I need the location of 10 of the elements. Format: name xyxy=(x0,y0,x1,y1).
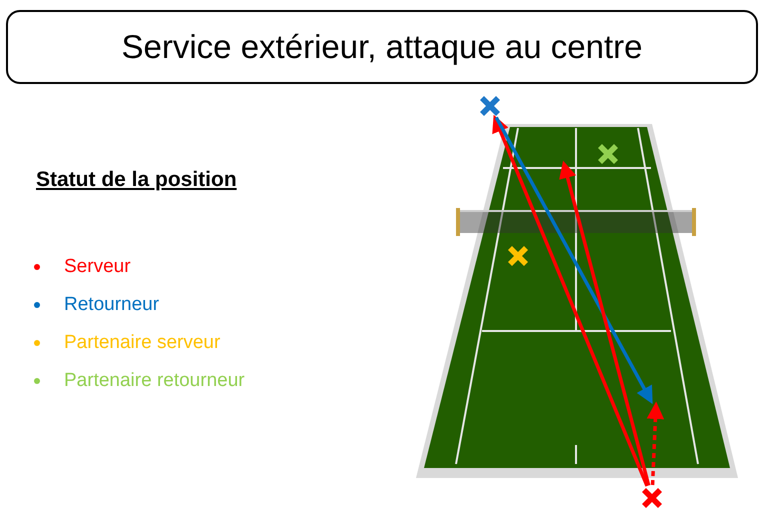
arrow xyxy=(494,116,653,404)
legend-text: Serveur xyxy=(64,256,131,278)
arrow xyxy=(492,114,649,487)
legend-text: Partenaire serveur xyxy=(64,332,220,354)
legend-heading: Statut de la position xyxy=(36,168,237,192)
legend-text: Retourneur xyxy=(64,294,160,316)
arrow xyxy=(559,160,650,486)
legend-text: Partenaire retourneur xyxy=(64,370,245,392)
arrow xyxy=(646,402,664,486)
title-box: Service extérieur, attaque au centre xyxy=(6,10,758,84)
